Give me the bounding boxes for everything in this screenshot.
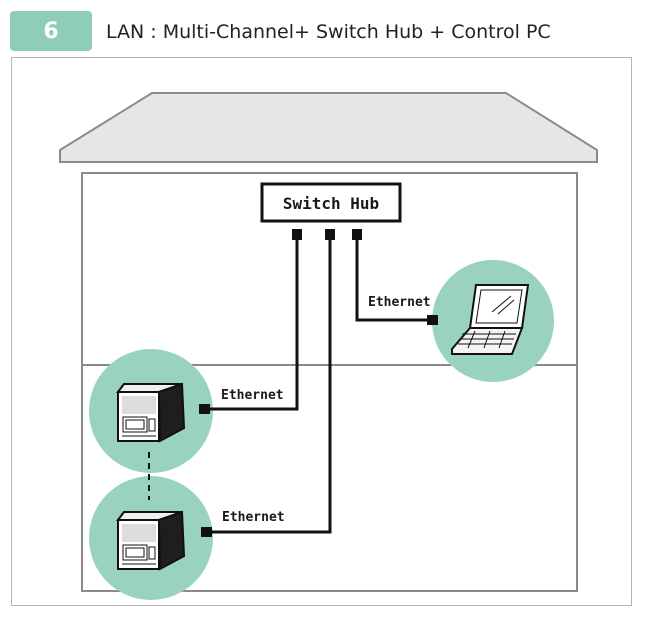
diagram-frame <box>11 57 632 606</box>
ethernet-cable-device-top <box>208 240 299 411</box>
ethernet-cable-laptop <box>355 240 428 322</box>
step-number-badge: 6 <box>10 11 92 51</box>
building-roof <box>59 92 598 163</box>
ethernet-label-device-bottom: Ethernet <box>222 510 285 525</box>
hub-port-3 <box>352 229 362 240</box>
ethernet-cable-device-bottom <box>210 240 332 534</box>
step-number: 6 <box>43 18 59 44</box>
laptop-port <box>427 315 438 325</box>
hub-port-1 <box>292 229 302 240</box>
building-walls <box>81 172 578 592</box>
ethernet-label-laptop: Ethernet <box>368 295 431 310</box>
device-icon-bottom <box>116 510 186 571</box>
page-title: LAN : Multi-Channel+ Switch Hub + Contro… <box>106 21 551 43</box>
device-top-port <box>199 404 210 414</box>
hub-port-2 <box>325 229 335 240</box>
device-bottom-port <box>201 527 212 537</box>
switch-hub-box <box>260 182 402 223</box>
ethernet-label-device-top: Ethernet <box>221 388 284 403</box>
device-icon-top <box>116 382 186 443</box>
laptop-icon <box>451 284 530 355</box>
switch-hub-label: Switch Hub <box>283 194 379 213</box>
